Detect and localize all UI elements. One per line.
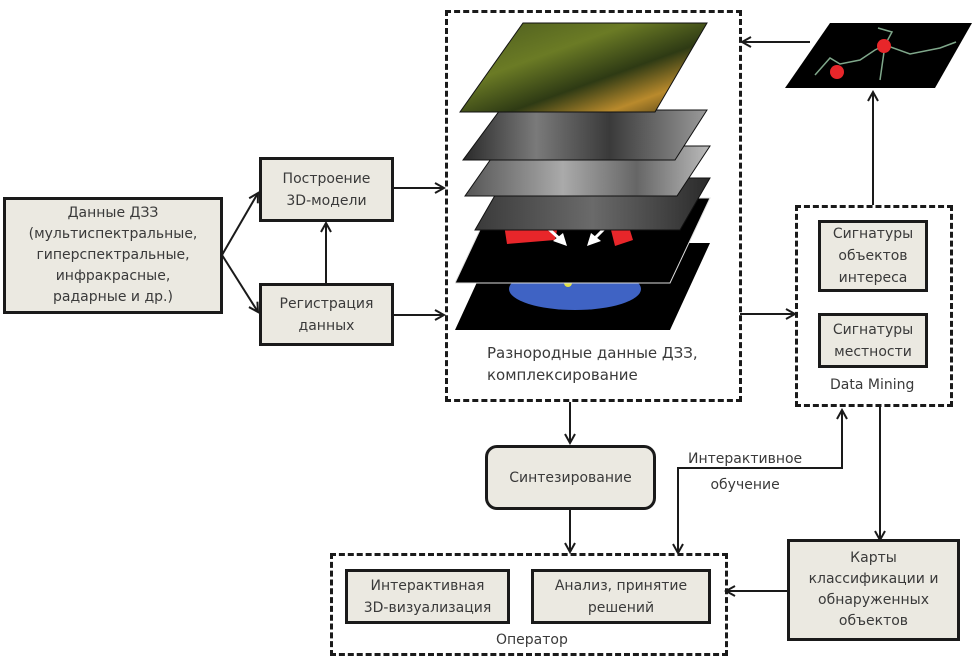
analysis-box: Анализ, принятие решений	[531, 569, 711, 624]
operator-container	[330, 553, 728, 656]
sig-objects-box: Сигнатуры объектов интереса	[818, 220, 928, 292]
synthesis-box: Синтезирование	[485, 445, 656, 510]
model3d-label: Построение 3D-модели	[282, 170, 371, 209]
fusion-caption: Разнородные данные ДЗЗ, комплексирование	[487, 344, 698, 384]
rs-data-label: Данные ДЗЗ (мультиспектральные, гиперспе…	[28, 205, 198, 305]
arrow-data-to-registration	[221, 254, 258, 312]
maps-label: Карты классификации и обнаруженных объек…	[808, 550, 939, 629]
fusion-container	[445, 10, 742, 402]
layer-gray-1	[462, 109, 708, 161]
map-plane	[785, 23, 972, 88]
vis3d-label: Интерактивная 3D-визуализация	[363, 577, 492, 616]
white-arrowhead-left	[553, 233, 567, 246]
interactive-learning-label: Интерактивное обучение	[688, 451, 803, 493]
rs-data-box: Данные ДЗЗ (мультиспектральные, гиперспе…	[3, 197, 223, 314]
white-arrowhead-right	[587, 233, 601, 246]
data-mining-label: Data Mining	[830, 377, 915, 393]
operator-label: Оператор	[496, 632, 568, 648]
sig-terrain-label: Сигнатуры местности	[832, 321, 914, 360]
sig-terrain-box: Сигнатуры местности	[818, 313, 928, 368]
detected-objects-map	[785, 23, 972, 88]
model3d-box: Построение 3D-модели	[259, 157, 394, 222]
registration-label: Регистрация данных	[279, 295, 374, 334]
arrow-data-to-model	[221, 193, 258, 256]
red-object-1	[877, 39, 891, 53]
synthesis-label: Синтезирование	[509, 469, 632, 486]
registration-box: Регистрация данных	[259, 283, 394, 346]
analysis-label: Анализ, принятие решений	[554, 577, 688, 616]
red-object-2	[830, 65, 844, 79]
data-mining-container	[795, 205, 953, 407]
maps-box: Карты классификации и обнаруженных объек…	[787, 539, 960, 641]
layer-multispectral	[459, 22, 708, 113]
vis3d-box: Интерактивная 3D-визуализация	[345, 569, 510, 624]
sig-objects-label: Сигнатуры объектов интереса	[832, 226, 914, 286]
rs-layers-illustration	[455, 22, 711, 330]
